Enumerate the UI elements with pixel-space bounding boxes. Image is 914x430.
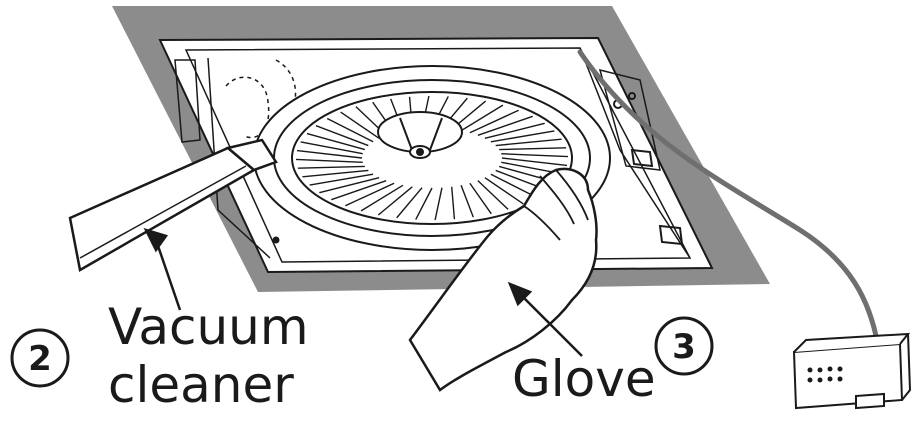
impeller-blade [499, 147, 567, 151]
impeller-blade [490, 173, 538, 199]
step-two-badge: 2 [10, 328, 70, 388]
impeller-blade [360, 184, 404, 212]
glove-label: Glove [512, 350, 656, 408]
impeller-blade [315, 125, 369, 147]
impeller-blade [296, 149, 363, 159]
impeller-blade [460, 104, 504, 132]
impeller-blade [501, 157, 568, 167]
connector-box [792, 332, 912, 410]
impeller-blade [495, 138, 562, 147]
gloved-hand [408, 167, 598, 392]
impeller-blade [415, 187, 433, 220]
impeller-blade [469, 182, 492, 215]
impeller-blade [326, 117, 374, 143]
impeller-blade [331, 180, 387, 201]
step-three-number: 3 [672, 327, 696, 367]
impeller-blade [484, 177, 524, 205]
impeller-blade [490, 130, 555, 143]
vacuum-callout [143, 227, 182, 311]
vacuum-label-line1: Vacuum [108, 298, 309, 356]
step-two-number: 2 [28, 339, 52, 379]
impeller-blade [396, 187, 423, 219]
step-three-badge: 3 [654, 316, 714, 376]
impeller-blade [460, 185, 474, 218]
impeller-blade [297, 165, 365, 169]
impeller-blade [484, 122, 545, 140]
vacuum-nozzle [68, 138, 278, 272]
vacuum-label-line2: cleaner [108, 356, 294, 414]
impeller-blade [302, 169, 369, 178]
impeller-blade [345, 182, 395, 207]
impeller-blade [501, 153, 568, 158]
impeller-blade [340, 111, 380, 139]
impeller-blade [309, 173, 374, 186]
impeller-blade [319, 176, 380, 194]
ceiling-frame [112, 6, 770, 292]
power-cable [577, 49, 881, 349]
glove-callout [507, 281, 583, 357]
impeller-blade [300, 141, 363, 155]
impeller-blade [377, 186, 413, 216]
impeller-blade [296, 158, 363, 163]
impeller-blade [306, 132, 366, 151]
impeller-blade [477, 180, 509, 210]
fan-impeller [253, 65, 611, 251]
impeller-blade [451, 186, 456, 220]
impeller-blade [469, 109, 519, 134]
impeller-blade [434, 187, 443, 221]
impeller-blade [477, 115, 533, 136]
